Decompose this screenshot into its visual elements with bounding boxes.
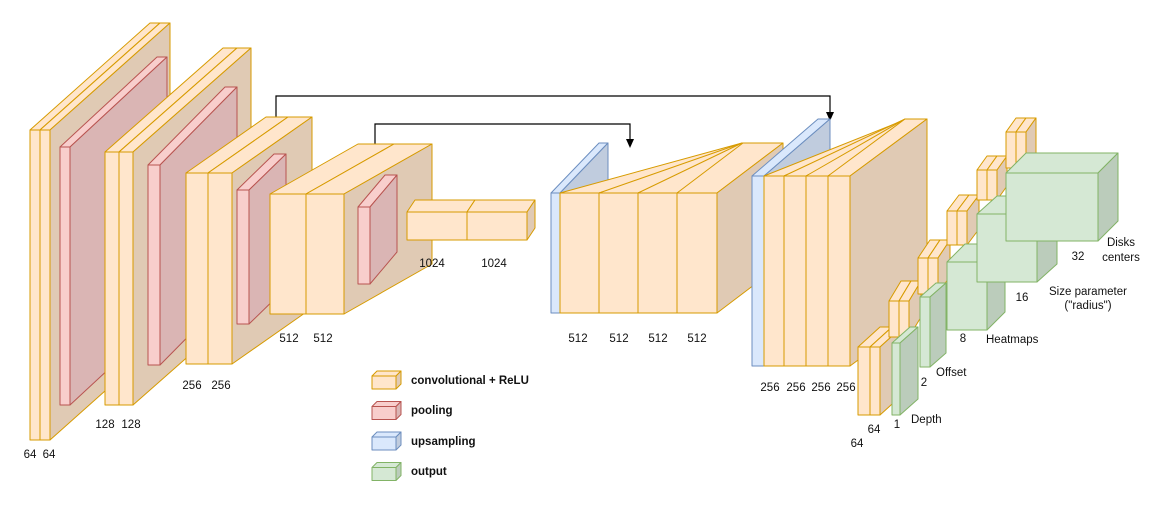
output-radius-channels: 16 — [1016, 292, 1029, 304]
label-enc2-b: 128 — [121, 419, 140, 431]
legend-swatch-pool — [371, 401, 402, 420]
label-enc4-b: 512 — [313, 333, 332, 345]
label-enc3-a: 256 — [182, 380, 201, 392]
label-enc1-a: 64 — [24, 449, 37, 461]
label-dec2-c: 256 — [811, 382, 830, 394]
label-head-a: 64 — [851, 438, 864, 450]
output-disks-name-line1: Disks — [1107, 237, 1135, 249]
label-head-b: 64 — [868, 424, 881, 436]
legend-swatch-out — [371, 462, 402, 481]
output-heatmaps-name: Heatmaps — [986, 334, 1039, 346]
output-depth-name: Depth — [911, 414, 942, 426]
label-enc4-a: 512 — [279, 333, 298, 345]
offset-output — [919, 282, 947, 368]
label-dec1-b: 512 — [609, 333, 628, 345]
label-enc2-a: 128 — [95, 419, 114, 431]
legend-label-conv: convolutional + ReLU — [411, 375, 529, 387]
label-dec1-c: 512 — [648, 333, 667, 345]
output-heatmaps-channels: 8 — [960, 333, 966, 345]
label-enc1-b: 64 — [43, 449, 56, 461]
heatmaps-conv-b — [956, 194, 980, 246]
label-dec2-a: 256 — [760, 382, 779, 394]
legend-label-pool: pooling — [411, 405, 453, 417]
output-depth-channels: 1 — [894, 419, 900, 431]
layer-blocks — [29, 22, 1119, 441]
label-bottleneck-b: 1024 — [481, 258, 507, 270]
label-dec2-d: 256 — [836, 382, 855, 394]
output-offset-name: Offset — [936, 367, 967, 379]
legend-swatch-conv — [371, 370, 402, 390]
bottleneck-b — [466, 199, 536, 241]
label-dec1-a: 512 — [568, 333, 587, 345]
output-radius-name-line1: Size parameter — [1049, 286, 1127, 298]
output-disks-name-line2: centers — [1102, 252, 1140, 264]
output-disks-channels: 32 — [1072, 251, 1085, 263]
label-enc3-b: 256 — [211, 380, 230, 392]
legend-swatch-up — [371, 431, 402, 451]
radius-conv-b — [986, 155, 1008, 201]
disks-output — [1005, 152, 1119, 242]
label-dec2-b: 256 — [786, 382, 805, 394]
skip-connection-arrow-lower — [374, 123, 634, 148]
legend-label-out: output — [411, 466, 447, 478]
enc3-pool — [236, 153, 287, 325]
enc4-pool — [357, 174, 398, 285]
legend-label-up: upsampling — [411, 436, 476, 448]
label-bottleneck-a: 1024 — [419, 258, 445, 270]
output-offset-channels: 2 — [921, 377, 927, 389]
skip-connection-arrow-upper — [275, 95, 834, 121]
output-radius-name-line2: ("radius") — [1064, 300, 1111, 312]
label-dec1-d: 512 — [687, 333, 706, 345]
bottleneck-a — [406, 199, 476, 241]
depth-output — [891, 326, 919, 416]
legend: convolutional + ReLU pooling upsampling … — [371, 370, 529, 481]
